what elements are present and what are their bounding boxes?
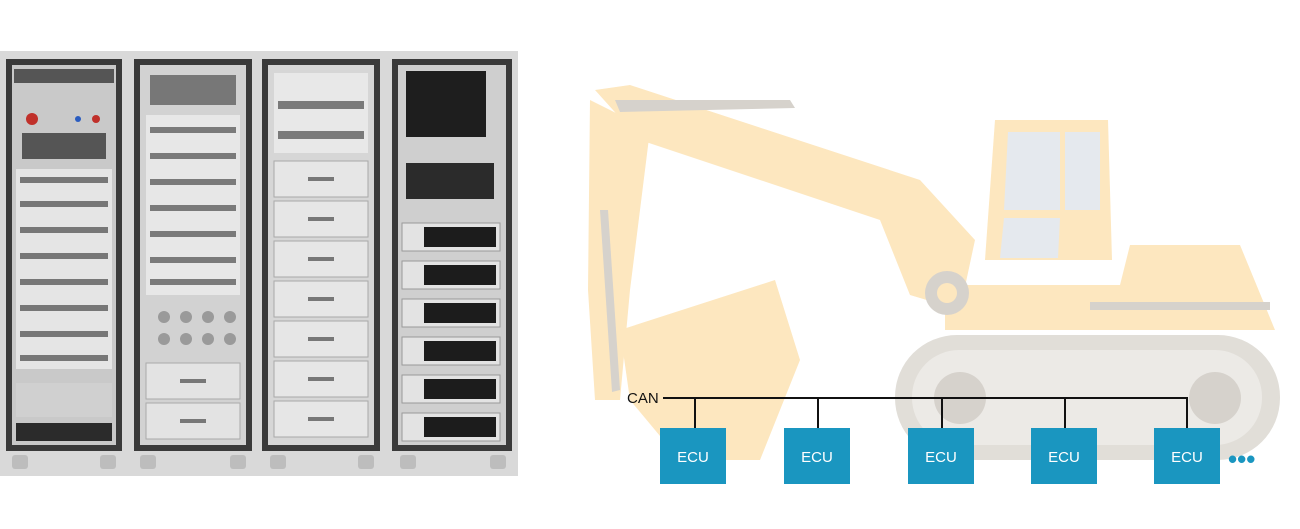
- rack-cabinet-1: [6, 59, 122, 451]
- ecu-node-1: ECU: [660, 398, 726, 484]
- ecu-node-3: ECU: [908, 398, 974, 484]
- ecu-label: ECU: [1171, 449, 1203, 466]
- excavator-icon: [588, 85, 1280, 460]
- rack-cabinet-3: [262, 59, 380, 451]
- ecu-node-2: ECU: [784, 398, 850, 484]
- ecu-box: [660, 428, 726, 484]
- ecu-group: ECU ECU ECU ECU ECU: [660, 398, 1220, 484]
- ecu-box: [784, 428, 850, 484]
- ecu-node-5: ECU: [1154, 398, 1220, 484]
- rack-cabinet-2: [134, 59, 252, 451]
- rack-cabinet-4: [392, 59, 512, 451]
- can-bus-label: CAN: [627, 390, 659, 407]
- ecu-box: [1031, 428, 1097, 484]
- ecu-box: [1154, 428, 1220, 484]
- ecu-label: ECU: [1048, 449, 1080, 466]
- hil-test-rack-photo: [0, 51, 518, 476]
- ecu-label: ECU: [925, 449, 957, 466]
- ecu-node-4: ECU: [1031, 398, 1097, 484]
- rack-casters: [12, 455, 506, 469]
- ecu-label: ECU: [677, 449, 709, 466]
- can-network-diagram: CAN ECU ECU ECU ECU ECU ••: [588, 85, 1280, 484]
- ecu-box: [908, 428, 974, 484]
- ecu-label: ECU: [801, 449, 833, 466]
- more-ecus-ellipsis: •••: [1228, 444, 1255, 474]
